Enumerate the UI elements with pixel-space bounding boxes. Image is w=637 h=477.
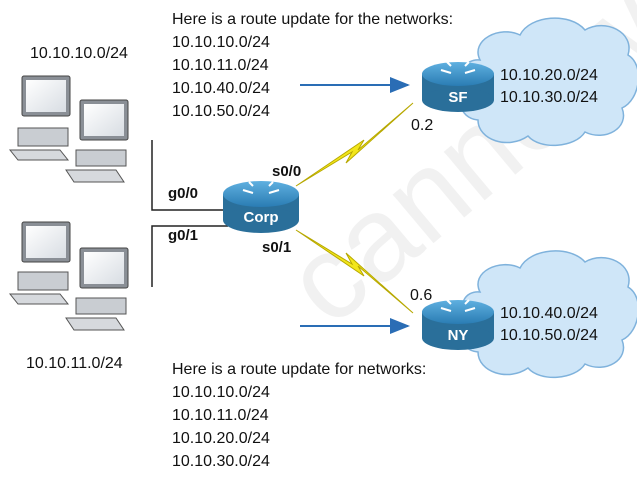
ny-network-1: 10.10.40.0/24	[500, 305, 598, 322]
update-route: 10.10.11.0/24	[172, 407, 269, 424]
router-ny-label: NY	[448, 327, 469, 344]
lan-top-network: 10.10.10.0/24	[30, 45, 128, 62]
iface-g0-0: g0/0	[168, 185, 198, 202]
router-sf: SF	[422, 61, 494, 112]
lan-bottom-network: 10.10.11.0/24	[26, 355, 123, 372]
update-route: 10.10.10.0/24	[172, 384, 270, 401]
iface-s0-0: s0/0	[272, 163, 301, 180]
update-route: 10.10.50.0/24	[172, 103, 270, 120]
ny-network-2: 10.10.50.0/24	[500, 327, 598, 344]
router-corp-label: Corp	[244, 209, 279, 226]
router-corp: Corp	[223, 181, 299, 233]
update-to-ny: Here is a route update for networks: 10.…	[172, 361, 426, 470]
ny-ip-label: 0.6	[410, 287, 432, 304]
serial-link-corp-sf	[295, 102, 414, 187]
sf-network-1: 10.10.20.0/24	[500, 67, 598, 84]
sf-network-2: 10.10.30.0/24	[500, 89, 598, 106]
sf-network-cloud	[459, 17, 637, 147]
lan-cabling	[151, 140, 228, 287]
pc-icon	[8, 221, 71, 305]
update-route: 10.10.40.0/24	[172, 80, 270, 97]
update-to-sf-heading: Here is a route update for the networks:	[172, 11, 453, 28]
pc-icon	[65, 99, 129, 183]
pc-icon	[65, 247, 129, 331]
update-route: 10.10.20.0/24	[172, 430, 270, 447]
update-to-ny-heading: Here is a route update for networks:	[172, 361, 426, 378]
update-to-sf: Here is a route update for the networks:…	[172, 11, 453, 120]
sf-ip-label: 0.2	[411, 117, 433, 134]
pc-icon	[8, 75, 71, 161]
update-route: 10.10.11.0/24	[172, 57, 269, 74]
pc-group-top	[8, 75, 129, 183]
serial-link-corp-ny	[295, 229, 414, 314]
pc-group-bottom	[8, 221, 129, 331]
iface-g0-1: g0/1	[168, 227, 198, 244]
update-route: 10.10.10.0/24	[172, 34, 270, 51]
iface-s0-1: s0/1	[262, 239, 291, 256]
router-ny: NY	[422, 299, 494, 350]
update-route: 10.10.30.0/24	[172, 453, 270, 470]
router-sf-label: SF	[448, 89, 467, 106]
